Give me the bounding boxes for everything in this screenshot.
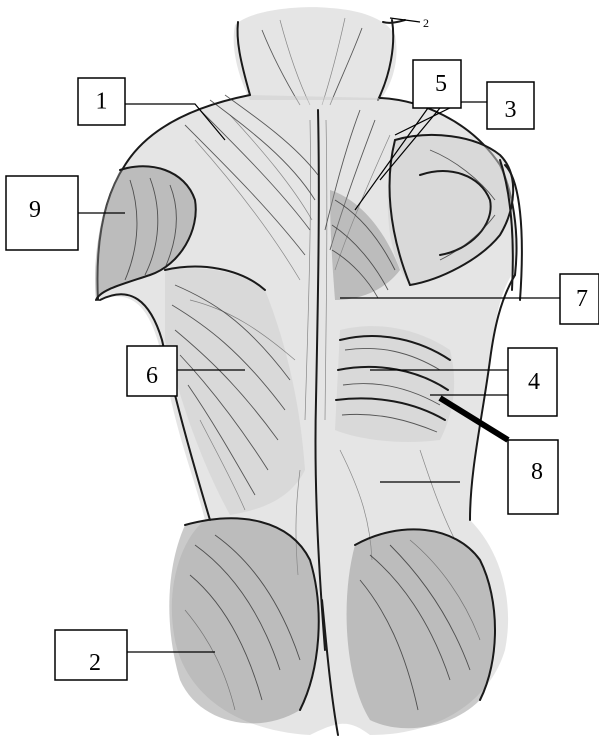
svg-text:2: 2 (89, 650, 101, 676)
label-8: 8 (508, 440, 558, 514)
label-7: 7 (560, 274, 599, 324)
svg-text:3: 3 (505, 97, 517, 123)
serratus-region (335, 326, 454, 442)
neck-marker: 2 (423, 16, 429, 30)
label-4: 4 (508, 348, 557, 416)
svg-text:4: 4 (528, 369, 540, 395)
right-gluteus (347, 529, 495, 728)
svg-text:6: 6 (146, 363, 158, 389)
label-6: 6 (127, 346, 177, 396)
label-5: 5 (413, 60, 461, 108)
label-1: 1 (78, 78, 125, 125)
neck-region (234, 7, 405, 105)
label-2: 2 (55, 630, 127, 680)
svg-text:9: 9 (29, 197, 41, 223)
left-gluteus (169, 518, 318, 723)
svg-text:8: 8 (531, 459, 543, 485)
svg-text:1: 1 (96, 89, 108, 115)
svg-text:5: 5 (435, 71, 447, 97)
svg-text:7: 7 (576, 286, 588, 312)
label-3: 3 (487, 82, 534, 129)
label-9: 9 (6, 176, 78, 250)
